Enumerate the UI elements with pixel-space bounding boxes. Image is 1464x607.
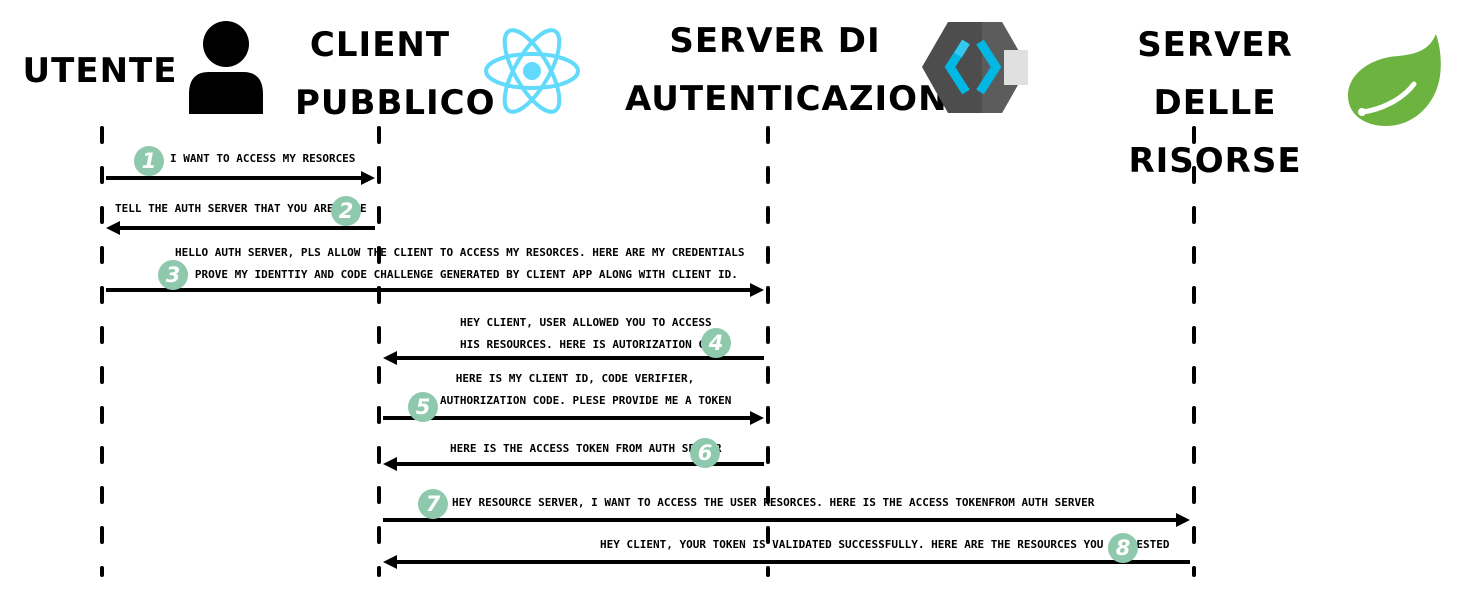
arrow-step-5 bbox=[383, 411, 764, 425]
user-icon bbox=[187, 20, 265, 120]
step-badge-3: 3 bbox=[158, 260, 188, 290]
message-label-step-5: HERE IS MY CLIENT ID, CODE VERIFIER,AUTH… bbox=[440, 372, 732, 407]
arrow-step-2 bbox=[106, 221, 375, 235]
message-label-step-6: HERE IS THE ACCESS TOKEN FROM AUTH SERVE… bbox=[450, 442, 722, 455]
message-label-step-7: HEY RESOURCE SERVER, I WANT TO ACCESS TH… bbox=[452, 496, 1095, 509]
step-badge-2: 2 bbox=[331, 196, 361, 226]
step-badge-4: 4 bbox=[701, 328, 731, 358]
arrow-step-3 bbox=[106, 283, 764, 297]
step-badge-8: 8 bbox=[1108, 533, 1138, 563]
react-icon bbox=[482, 26, 582, 120]
step-badge-6: 6 bbox=[690, 438, 720, 468]
arrow-step-7 bbox=[383, 513, 1190, 527]
message-label-step-3: HELLO AUTH SERVER, PLS ALLOW THE CLIENT … bbox=[175, 246, 745, 281]
step-badge-5: 5 bbox=[408, 392, 438, 422]
spring-icon bbox=[1340, 28, 1444, 132]
step-badge-7: 7 bbox=[418, 489, 448, 519]
message-label-step-1: I WANT TO ACCESS MY RESORCES bbox=[170, 152, 356, 165]
arrow-step-1 bbox=[106, 171, 375, 185]
actor-utente-label: UTENTE bbox=[22, 51, 178, 91]
step-badge-1: 1 bbox=[134, 146, 164, 176]
actor-resource-label: SERVER DELLE RISORSE bbox=[1128, 25, 1302, 181]
keycloak-icon bbox=[920, 20, 1030, 119]
arrow-step-8 bbox=[383, 555, 1190, 569]
message-label-step-8: HEY CLIENT, YOUR TOKEN IS VALIDATED SUCC… bbox=[600, 538, 1170, 551]
actor-auth-label: SERVER DI AUTENTICAZIONE bbox=[625, 21, 972, 119]
arrow-step-4 bbox=[383, 351, 764, 365]
message-label-step-2: TELL THE AUTH SERVER THAT YOU ARE FINE bbox=[115, 202, 367, 215]
actor-client-label: CLIENT PUBBLICO bbox=[295, 25, 496, 123]
